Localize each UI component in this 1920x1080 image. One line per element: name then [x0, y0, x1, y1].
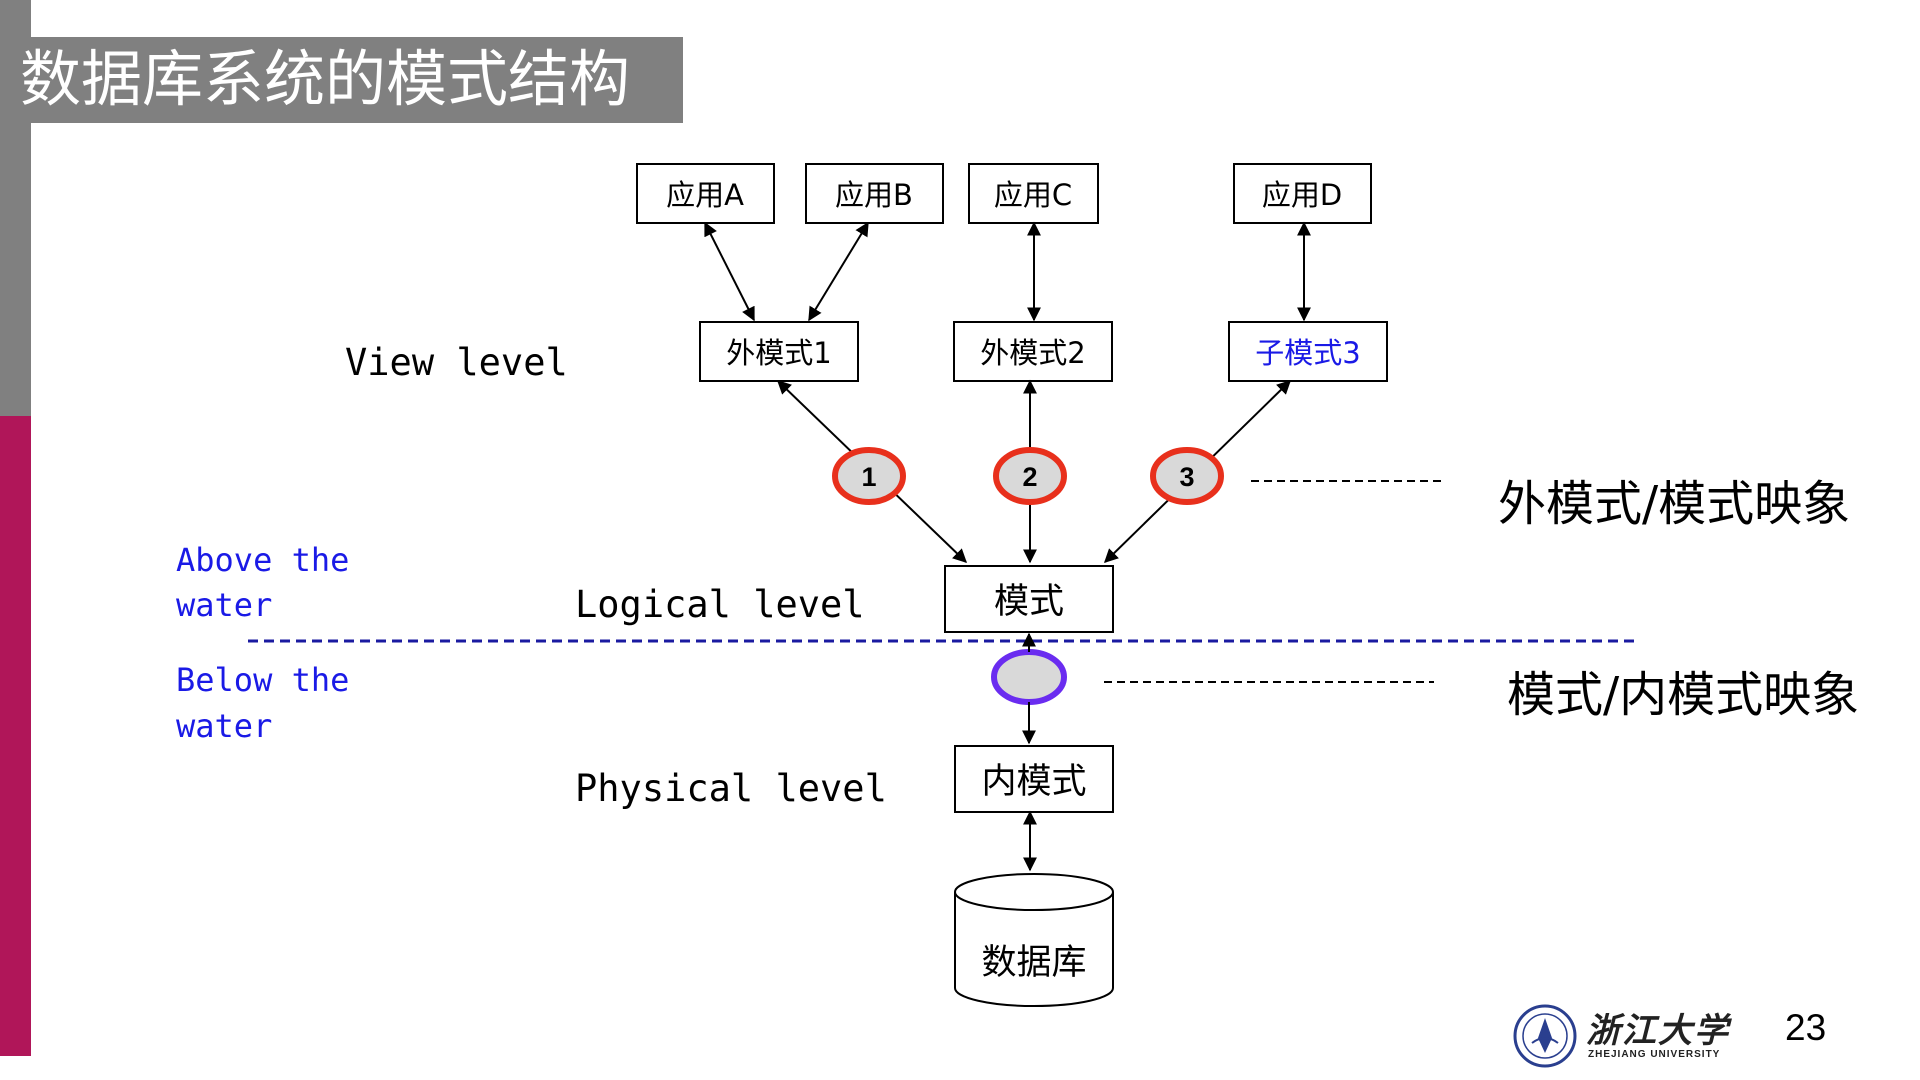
app-label-d: 应用D: [1262, 178, 1342, 212]
app-label-c: 应用C: [994, 178, 1072, 212]
internal-schema-box: 内模式: [954, 745, 1114, 813]
title-bar: [0, 37, 683, 123]
university-name: 浙江大学: [1586, 1011, 1730, 1051]
university-subtitle: ZHEJIANG UNIVERSITY: [1588, 1049, 1721, 1060]
below-water-label-line2: water: [176, 707, 272, 745]
mapping-ellipse-2: 2: [993, 447, 1067, 505]
above-water-label-line1: Above the: [176, 541, 349, 579]
left-accent-bar-bottom: [0, 416, 31, 1056]
arrow-app-a-to-external-1: [704, 221, 755, 322]
app-box-c: 应用C: [968, 163, 1099, 224]
database-label: 数据库: [981, 943, 1086, 983]
logical-level-label: Logical level: [575, 583, 865, 626]
internal-schema-label: 内模式: [981, 762, 1086, 802]
view-level-label: View level: [345, 341, 568, 384]
external-conceptual-mapping-label: 外模式/模式映象: [1498, 476, 1850, 532]
schema-box: 模式: [944, 565, 1114, 633]
mapping-ellipse-3: 3: [1150, 447, 1224, 505]
external-schema-box-2: 外模式2: [953, 321, 1113, 382]
university-logo: 浙江大学 ZHEJIANG UNIVERSITY: [1512, 1003, 1732, 1069]
mapping-number-2: 2: [1022, 462, 1037, 492]
external-schema-label-2: 外模式2: [980, 336, 1085, 370]
physical-level-label: Physical level: [575, 767, 887, 810]
external-schema-box-3: 子模式3: [1228, 321, 1388, 382]
mapping-number-1: 1: [861, 462, 876, 492]
app-box-a: 应用A: [636, 163, 775, 224]
app-box-d: 应用D: [1233, 163, 1372, 224]
above-water-label-line2: water: [176, 586, 272, 624]
app-label-b: 应用B: [835, 178, 913, 212]
mapping-ellipse-internal: [991, 649, 1067, 705]
conceptual-internal-mapping-label: 模式/内模式映象: [1507, 667, 1859, 723]
database-cylinder: 数据库: [954, 873, 1114, 1007]
external-schema-label-1: 外模式1: [726, 336, 831, 370]
app-label-a: 应用A: [666, 178, 744, 212]
university-seal-icon: [1513, 1004, 1577, 1068]
external-schema-box-1: 外模式1: [699, 321, 859, 382]
schema-label: 模式: [994, 582, 1064, 622]
mapping-number-3: 3: [1179, 462, 1194, 492]
mapping-ellipse-1: 1: [832, 447, 906, 505]
arrow-app-b-to-external-1: [808, 221, 869, 322]
page-number: 23: [1785, 1007, 1827, 1048]
external-schema-label-3: 子模式3: [1255, 336, 1360, 370]
below-water-label-line1: Below the: [176, 661, 349, 699]
app-box-b: 应用B: [805, 163, 944, 224]
slide-title: 数据库系统的模式结构: [20, 44, 631, 115]
